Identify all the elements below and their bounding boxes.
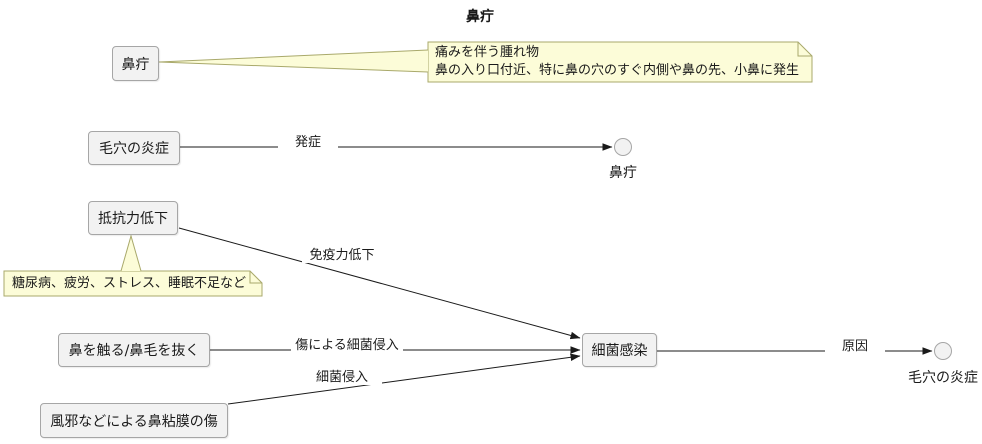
note-connector-boil	[158, 49, 429, 73]
circle-node-boil	[614, 138, 632, 156]
note-body-boil	[427, 41, 813, 83]
note-body-resistance	[3, 270, 263, 297]
note-pointer-resistance	[120, 234, 142, 272]
circle-node-pore	[934, 342, 952, 360]
arrow-immunity	[178, 227, 581, 340]
arrow-entry	[227, 353, 581, 405]
note-fold-icon	[797, 42, 812, 57]
note-fold-icon	[249, 271, 262, 284]
